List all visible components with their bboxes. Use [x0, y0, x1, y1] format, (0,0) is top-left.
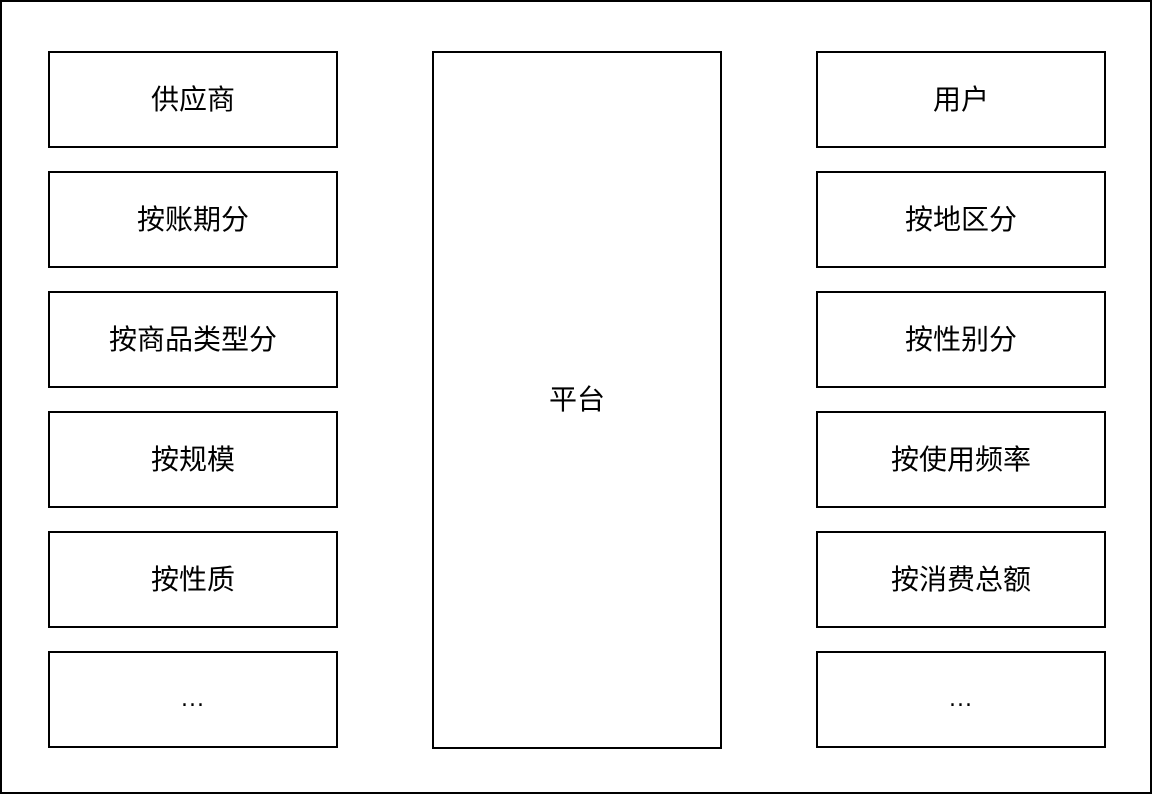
- user-box: 用户: [816, 51, 1106, 148]
- supplier-item-label: 按性质: [150, 562, 235, 596]
- supplier-item-label: 按商品类型分: [108, 322, 277, 356]
- user-by-region-box: 按地区分: [816, 171, 1106, 268]
- supplier-more-box: ...: [48, 651, 338, 748]
- platform-label: 平台: [548, 383, 605, 416]
- supplier-by-scale-box: 按规模: [48, 411, 338, 508]
- supplier-by-product-type-box: 按商品类型分: [48, 291, 338, 388]
- user-item-label: 按消费总额: [890, 562, 1031, 596]
- user-item-label: 按地区分: [904, 202, 1017, 236]
- user-label: 用户: [932, 82, 989, 116]
- platform-box: 平台: [432, 51, 722, 749]
- user-by-usage-frequency-box: 按使用频率: [816, 411, 1106, 508]
- user-more-box: ...: [816, 651, 1106, 748]
- supplier-by-billing-period-box: 按账期分: [48, 171, 338, 268]
- user-by-gender-box: 按性别分: [816, 291, 1106, 388]
- supplier-item-label: 按账期分: [136, 202, 249, 236]
- supplier-label: 供应商: [150, 82, 235, 116]
- supplier-item-label: ...: [181, 686, 205, 712]
- supplier-item-label: 按规模: [150, 442, 235, 476]
- user-item-label: 按使用频率: [890, 442, 1031, 476]
- user-item-label: 按性别分: [904, 322, 1017, 356]
- supplier-box: 供应商: [48, 51, 338, 148]
- user-item-label: ...: [949, 686, 973, 712]
- user-by-total-spend-box: 按消费总额: [816, 531, 1106, 628]
- supplier-by-nature-box: 按性质: [48, 531, 338, 628]
